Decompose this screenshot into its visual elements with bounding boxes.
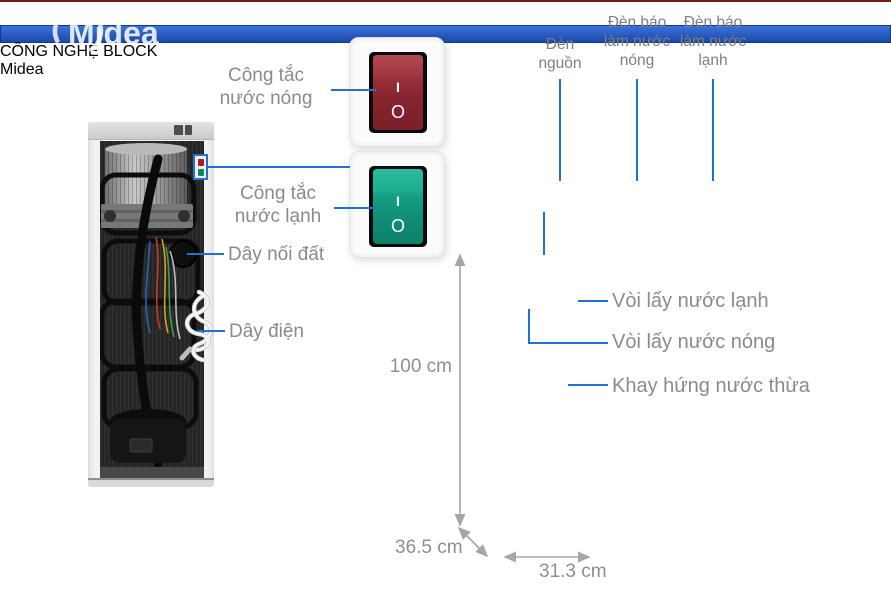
callout-line-back-switches — [208, 166, 350, 168]
height-dimension-label: 100 cm — [389, 356, 452, 377]
callout-line-power-cord — [197, 330, 225, 332]
depth-dimension-label: 36.5 cm — [395, 537, 463, 558]
depth-dimension-arrow — [457, 526, 489, 558]
dispenser-front-view: CÔNG NGHỆ BLOCK Midea — [0, 0, 891, 79]
back-vent — [174, 125, 183, 135]
front-brand-text: Midea — [0, 61, 44, 78]
switch-off-glyph: O — [390, 216, 405, 236]
ground-wire-label: Dây nối đất — [228, 244, 325, 265]
switch-on-glyph: I — [396, 79, 400, 95]
power-led-label: Đèn nguồn — [538, 36, 582, 72]
hot-switch-label: Công tắc nước nóng — [219, 65, 313, 109]
hot-led-label: Đèn báo làm nước nóng — [603, 14, 671, 69]
callout-line-hot-tap-vertical — [528, 309, 530, 344]
dispenser-back-view — [88, 122, 214, 487]
callout-line-panel-link — [543, 212, 545, 255]
hot-water-switch: I O — [349, 37, 445, 147]
power-icon — [36, 101, 50, 118]
back-base — [88, 478, 214, 487]
front-brand-panel: Midea — [0, 61, 891, 79]
cold-switch-label: Công tắc nước lạnh — [234, 183, 322, 227]
front-body: CÔNG NGHỆ BLOCK — [0, 0, 891, 61]
callout-line-cold-tap — [578, 300, 608, 302]
back-top-cap — [88, 122, 214, 140]
back-interior-illustration — [100, 141, 204, 479]
cold-switch-paddle: I O — [373, 169, 423, 244]
back-vent — [185, 125, 192, 135]
callout-line-ground-wire — [187, 253, 224, 255]
cold-switch-recess: I O — [369, 166, 427, 247]
drip-tray-label: Khay hứng nước thừa — [612, 375, 810, 397]
back-switches-highlight-box — [193, 154, 208, 180]
cold-led-label: Đèn báo làm nước lạnh — [679, 14, 747, 69]
switch-off-glyph: O — [390, 102, 405, 122]
power-cord-illustration — [179, 289, 213, 363]
callout-line-power-led — [559, 79, 561, 181]
callout-line-cold-switch — [334, 207, 376, 209]
cold-switch-back-icon — [198, 169, 204, 176]
callout-line-hot-switch — [331, 89, 376, 91]
hot-switch-recess: I O — [369, 52, 427, 133]
width-dimension-arrow — [503, 551, 591, 563]
product-poster: CÔNG NGHỆ BLOCK — [0, 43, 891, 61]
snowflake-icon — [188, 102, 202, 118]
callout-line-hot-tap — [528, 342, 608, 344]
power-cord-label: Dây điện — [229, 321, 304, 342]
midea-logo: Midea — [52, 5, 159, 57]
callout-line-drip-tray — [568, 384, 608, 386]
hot-switch-paddle: I O — [373, 55, 423, 130]
cold-water-switch: I O — [349, 151, 445, 258]
callout-line-cold-led — [712, 79, 714, 181]
midea-logo-text: Midea — [68, 15, 159, 51]
height-dimension-arrow — [454, 253, 466, 527]
width-dimension-label: 31.3 cm — [539, 561, 607, 582]
cold-tap-label: Vòi lấy nước lạnh — [612, 290, 769, 312]
poster-title: CÔNG NGHỆ BLOCK — [0, 43, 158, 60]
heating-icon — [113, 102, 126, 118]
hot-switch-back-icon — [198, 159, 204, 166]
hot-tap-label: Vòi lấy nước nóng — [612, 331, 776, 353]
switch-on-glyph: I — [396, 193, 400, 209]
callout-line-hot-led — [636, 79, 638, 181]
